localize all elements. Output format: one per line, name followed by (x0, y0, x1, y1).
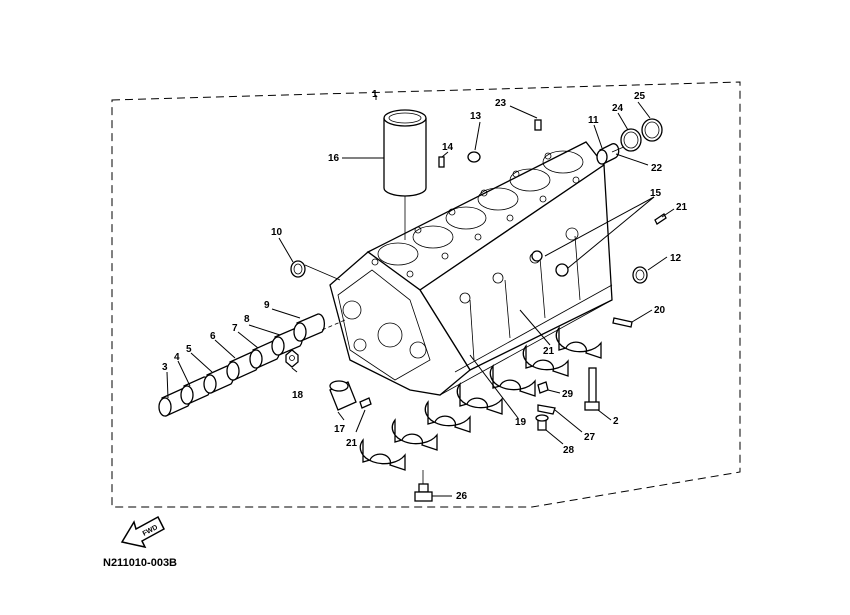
sleeve-17 (329, 380, 357, 411)
callout-17: 17 (334, 424, 346, 435)
plug-part-10 (290, 260, 341, 281)
forward-arrow-icon: FWD (120, 515, 165, 549)
callout-10: 10 (271, 227, 283, 238)
dowel-pin-21-left (359, 397, 372, 409)
callout-19: 19 (515, 417, 527, 428)
callout-14: 14 (442, 142, 454, 153)
cylinder-block (329, 141, 613, 396)
callout-2: 2 (613, 416, 619, 427)
callout-5: 5 (186, 344, 192, 355)
callout-27: 27 (584, 432, 596, 443)
leader-lines (166, 95, 675, 497)
rear-seal-parts (596, 118, 663, 165)
jet-parts-27-28-29 (535, 381, 556, 431)
callout-7: 7 (232, 323, 238, 334)
callout-25: 25 (634, 91, 646, 102)
bolt-2 (584, 367, 600, 411)
callout-13: 13 (470, 111, 482, 122)
small-pins (438, 119, 542, 168)
assembly-boundary (111, 81, 741, 508)
callout-22: 22 (651, 163, 663, 174)
main-bearing-caps (359, 326, 602, 471)
camshaft-bushings (158, 313, 346, 417)
callout-23: 23 (495, 98, 507, 109)
callout-18: 18 (292, 390, 304, 401)
callout-9: 9 (264, 300, 270, 311)
callout-29: 29 (562, 389, 574, 400)
callout-1: 1 (372, 89, 378, 100)
callout-15: 15 (650, 188, 662, 199)
callout-16: 16 (328, 153, 340, 164)
bolt-26 (414, 470, 433, 502)
callout-labels: 1 2 3 4 5 6 7 8 9 10 11 12 13 14 15 16 1… (162, 89, 688, 502)
callout-6: 6 (210, 331, 216, 342)
callout-3: 3 (162, 362, 168, 373)
plugs-12-15 (531, 250, 648, 284)
callout-12: 12 (670, 253, 682, 264)
callout-4: 4 (174, 352, 180, 363)
callout-21-left: 21 (346, 438, 358, 449)
callout-21-right: 21 (676, 202, 688, 213)
stud-20 (612, 317, 633, 328)
callout-20: 20 (654, 305, 666, 316)
callout-28: 28 (563, 445, 575, 456)
callout-8: 8 (244, 314, 250, 325)
reference-code: N211010-003B (103, 557, 178, 569)
callout-21-middle: 21 (543, 346, 555, 357)
callout-26: 26 (456, 491, 468, 502)
nut-18 (285, 349, 299, 368)
callout-24: 24 (612, 103, 624, 114)
callout-11: 11 (588, 115, 599, 126)
cylinder-liner-part (383, 109, 427, 240)
